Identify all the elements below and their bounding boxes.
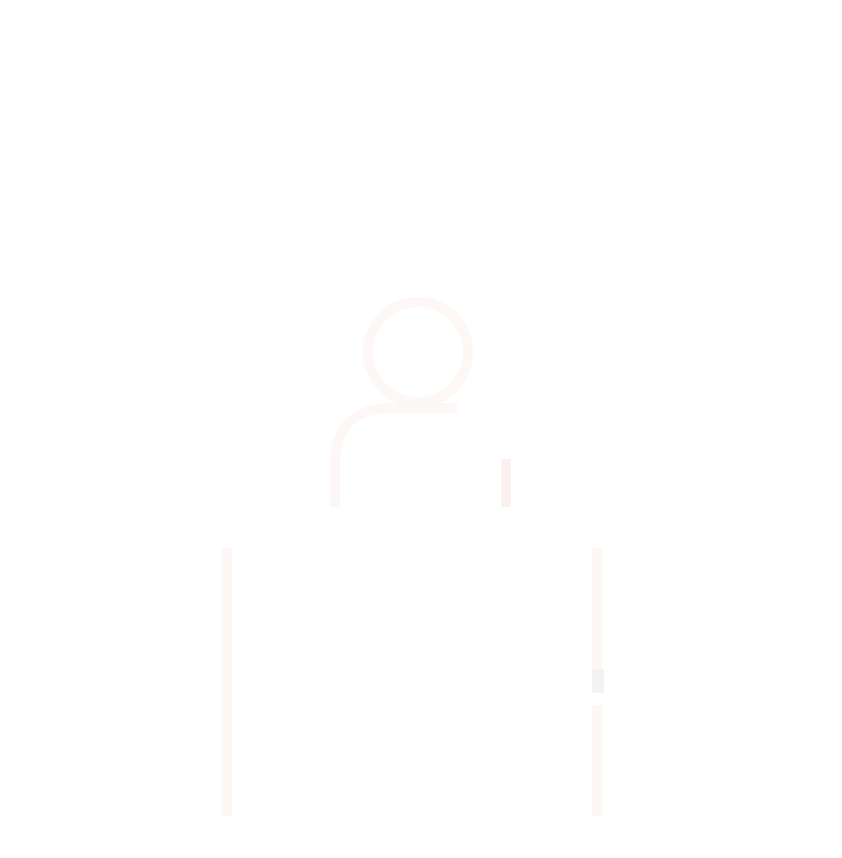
user-head-outline [363, 297, 473, 407]
user-right-shoulder-stub [501, 459, 511, 507]
body-right-line-marker [592, 669, 604, 693]
user-shoulders-outline [330, 403, 457, 507]
body-left-line [222, 548, 232, 816]
body-right-line-gap [590, 693, 606, 705]
